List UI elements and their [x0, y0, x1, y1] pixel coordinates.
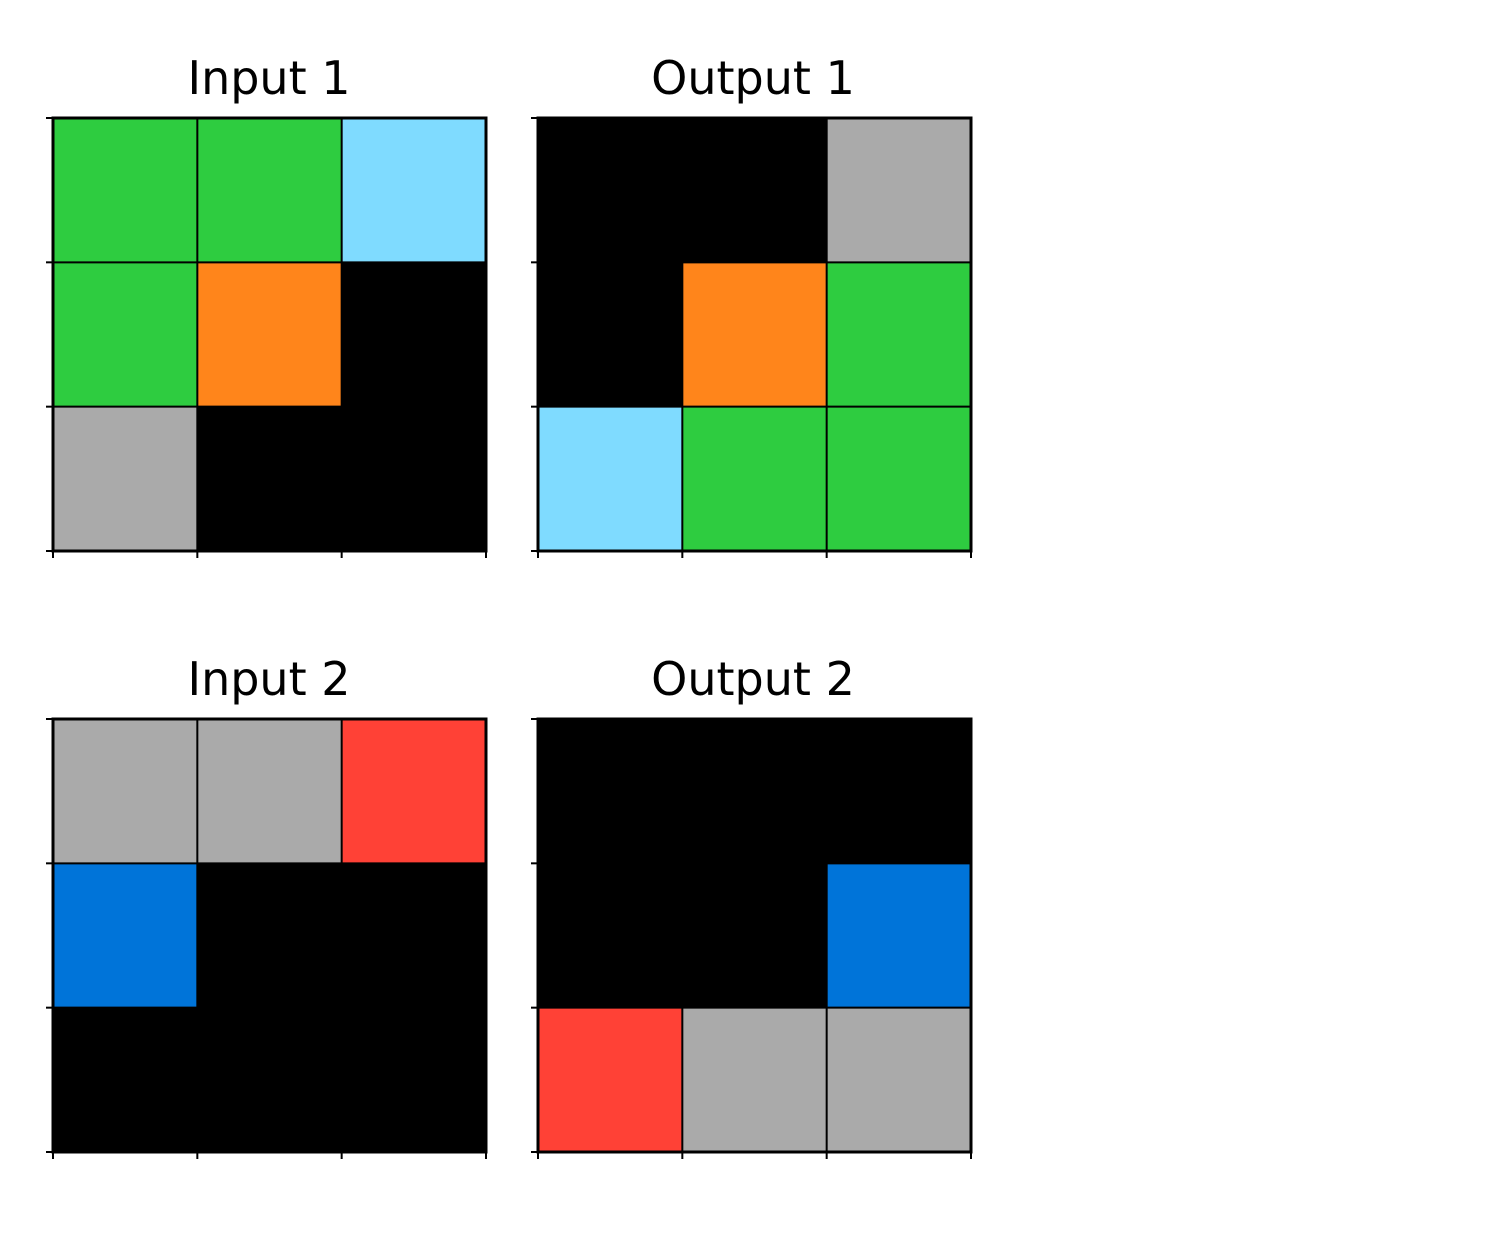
- grid-cell: [538, 719, 683, 864]
- grid-input-2: [53, 719, 486, 1152]
- grid-cell: [53, 1007, 198, 1152]
- grid-border: [536, 116, 973, 553]
- grid-cell: [53, 406, 198, 551]
- grid-lines: [51, 717, 488, 1154]
- grid-output-1: [538, 118, 971, 551]
- grid-cell: [197, 262, 342, 407]
- grid-cell: [826, 406, 971, 551]
- grid-cell: [826, 863, 971, 1008]
- panel-output-1: Output 1: [531, 51, 973, 558]
- grid-cell: [538, 406, 683, 551]
- grid-cell: [682, 719, 827, 864]
- grid-lines: [51, 116, 488, 553]
- grid-cell: [682, 863, 827, 1008]
- grid-border: [536, 717, 973, 1154]
- grid-cell: [341, 1007, 486, 1152]
- grid-cell: [826, 719, 971, 864]
- grid-cell: [538, 1007, 683, 1152]
- grid-cell: [682, 1007, 827, 1152]
- grid-border: [51, 116, 488, 553]
- grid-cell: [197, 863, 342, 1008]
- grid-cell: [538, 262, 683, 407]
- grid-input-1: [53, 118, 486, 551]
- grid-cell: [53, 863, 198, 1008]
- grid-cell: [53, 719, 198, 864]
- grid-cell: [53, 118, 198, 263]
- grid-lines: [536, 717, 973, 1154]
- grid-cell: [341, 262, 486, 407]
- grid-cell: [826, 1007, 971, 1152]
- axis-ticks: [531, 718, 972, 1159]
- axis-ticks: [46, 117, 487, 558]
- grid-cell: [197, 406, 342, 551]
- panel-title: Output 1: [651, 51, 855, 105]
- grid-cell: [682, 406, 827, 551]
- panel-input-1: Input 1: [46, 51, 488, 558]
- grid-cell: [826, 118, 971, 263]
- grid-border: [51, 717, 488, 1154]
- panel-title: Input 1: [188, 51, 351, 105]
- grid-cell: [197, 118, 342, 263]
- grid-cell: [538, 863, 683, 1008]
- grid-cell: [197, 1007, 342, 1152]
- grid-cell: [682, 118, 827, 263]
- grid-cell: [341, 406, 486, 551]
- panel-title: Input 2: [188, 652, 351, 706]
- grid-output-2: [538, 719, 971, 1152]
- axis-ticks: [531, 117, 972, 558]
- grid-cell: [682, 262, 827, 407]
- grid-cell: [826, 262, 971, 407]
- grid-cell: [341, 118, 486, 263]
- grid-cell: [197, 719, 342, 864]
- grid-cell: [538, 118, 683, 263]
- panel-input-2: Input 2: [46, 652, 488, 1159]
- grid-lines: [536, 116, 973, 553]
- grid-cell: [53, 262, 198, 407]
- panel-title: Output 2: [651, 652, 855, 706]
- grid-cell: [341, 863, 486, 1008]
- axis-ticks: [46, 718, 487, 1159]
- panel-output-2: Output 2: [531, 652, 973, 1159]
- grid-cell: [341, 719, 486, 864]
